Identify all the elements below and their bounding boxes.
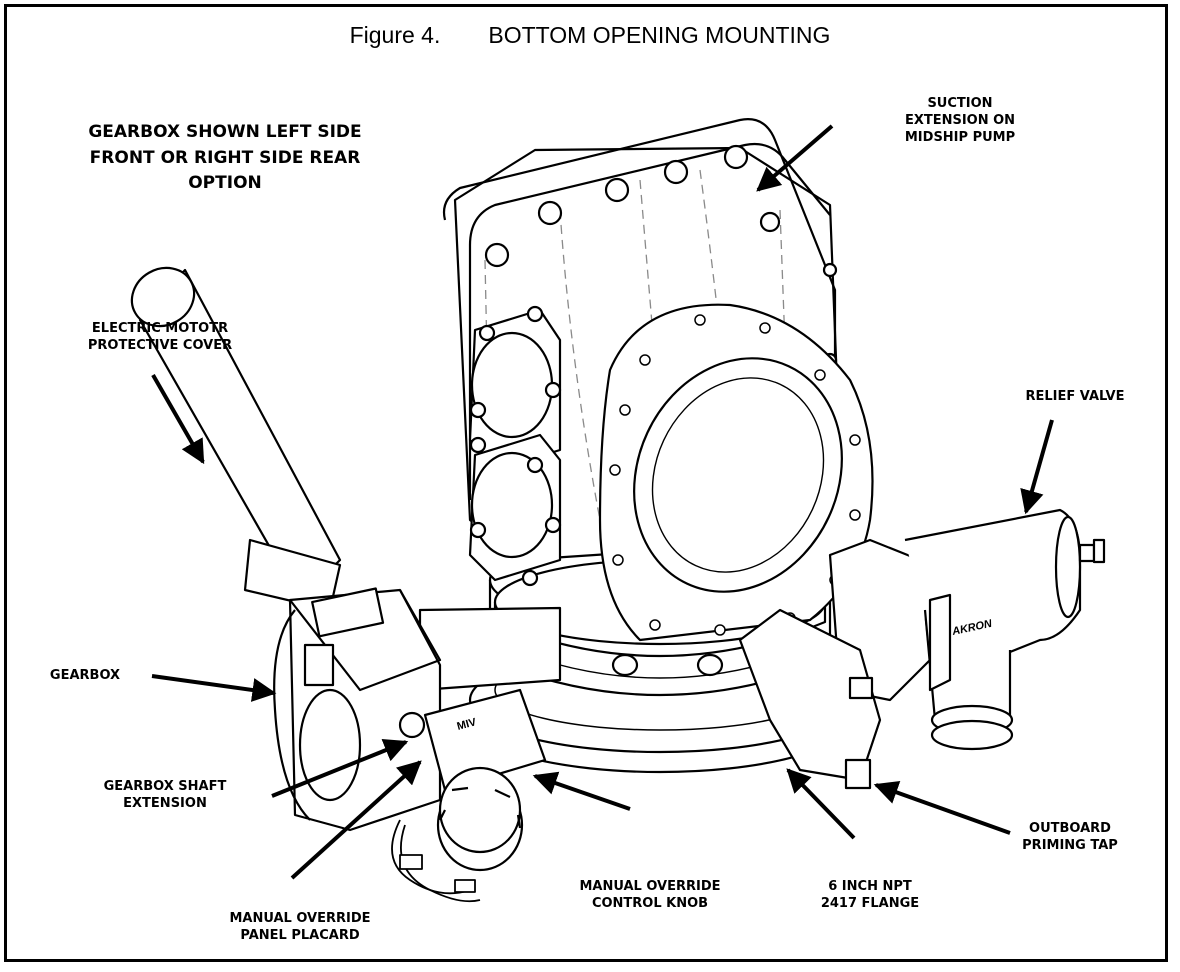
arrow-suction-extension (756, 124, 834, 192)
label-gearbox-shaft-extension: GEARBOX SHAFT EXTENSION (103, 779, 227, 812)
label-outboard-priming-tap: OUTBOARD PRIMING TAP (1022, 821, 1118, 854)
electric-motor-cover (130, 266, 342, 612)
arrow-gearbox-shaft-extension (271, 738, 409, 798)
relief-valve (828, 508, 1106, 751)
arrow-manual-override-knob (532, 771, 631, 811)
gearbox-housing (273, 587, 442, 832)
label-relief-valve: RELIEF VALVE (1025, 389, 1125, 404)
label-manual-override-control-knob: MANUAL OVERRIDE CONTROL KNOB (579, 879, 721, 912)
label-six-inch-npt-flange: 6 INCH NPT 2417 FLANGE (820, 879, 920, 912)
wire-harness (391, 819, 481, 903)
label-electric-motor-cover: ELECTRIC MOTOTR PROTECTIVE COVER (87, 321, 233, 354)
figure-number: Figure 4. (349, 22, 441, 48)
gearbox-side-note: GEARBOX SHOWN LEFT SIDE FRONT OR RIGHT S… (88, 122, 362, 193)
arrow-relief-valve (1020, 419, 1054, 515)
label-manual-override-panel-placard: MANUAL OVERRIDE PANEL PLACARD (229, 911, 371, 944)
arrow-electric-motor-cover (151, 374, 205, 465)
label-suction-extension: SUCTION EXTENSION ON MIDSHIP PUMP (904, 96, 1016, 146)
figure-title: Figure 4. BOTTOM OPENING MOUNTING (0, 22, 1180, 49)
priming-tap-body (611, 608, 882, 790)
manual-override-placard (423, 688, 547, 792)
manual-override-knob (436, 766, 524, 872)
arrow-gearbox (151, 674, 277, 702)
arrow-outboard-priming-tap (873, 780, 1011, 835)
cover-plates (468, 305, 562, 587)
label-gearbox: GEARBOX (49, 668, 121, 683)
arrow-manual-override-placard (290, 760, 422, 880)
placard-line-text: MIV (456, 716, 479, 733)
figure-caption: BOTTOM OPENING MOUNTING (488, 22, 831, 48)
arrow-six-inch-flange (786, 768, 856, 840)
